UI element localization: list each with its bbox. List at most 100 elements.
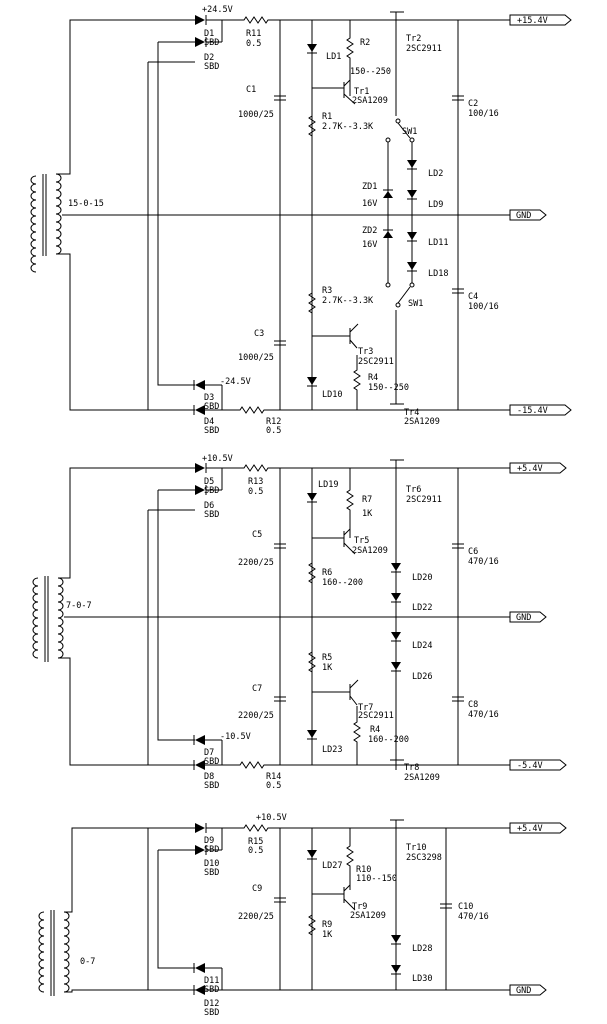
- diode-label: D11: [204, 976, 219, 986]
- transistor-part: 2SC2911: [406, 495, 442, 505]
- capacitor-ref: C8: [468, 700, 478, 710]
- transistor-part: 2SA1209: [404, 417, 440, 427]
- resistor-ref: R15: [248, 837, 263, 847]
- capacitor-value: 2200/25: [238, 711, 274, 721]
- diode-type: SBD: [204, 486, 219, 496]
- led-label: LD19: [318, 480, 338, 490]
- output-label: +5.4V: [517, 824, 543, 834]
- capacitor-ref: C1: [246, 85, 256, 95]
- resistor-ref: R3: [322, 286, 332, 296]
- resistor-ref: R2: [360, 38, 370, 48]
- zener-ref: ZD1: [362, 182, 377, 192]
- diode-type: SBD: [204, 845, 219, 855]
- diode-type: SBD: [204, 62, 219, 72]
- resistor-value: 150--250: [368, 383, 409, 393]
- resistor-value: 0.5: [248, 846, 263, 856]
- diode-type: SBD: [204, 38, 219, 48]
- resistor-value: 0.5: [246, 39, 261, 49]
- led-label: LD2: [428, 169, 443, 179]
- transistor-part: 2SC3298: [406, 853, 442, 863]
- switch-label: SW1: [408, 299, 423, 309]
- diode-type: SBD: [204, 757, 219, 767]
- diode-label: D12: [204, 999, 219, 1009]
- capacitor-value: 1000/25: [238, 353, 274, 363]
- transistor-ref: Tr4: [404, 408, 419, 418]
- resistor-ref: R6: [322, 568, 332, 578]
- transistor-ref: Tr2: [406, 34, 421, 44]
- capacitor-value: 470/16: [458, 912, 489, 922]
- output-port: [509, 759, 567, 771]
- rail-voltage: +10.5V: [256, 813, 287, 823]
- section-3: 0-7 D9 SBD D10 SBD D11 SBD D12 SBD +10.5…: [38, 813, 567, 1018]
- transistor-part: 2SA1209: [350, 911, 386, 921]
- led-label: LD18: [428, 269, 448, 279]
- diode-label: D4: [204, 417, 214, 427]
- resistor-ref: R5: [322, 653, 332, 663]
- zener-value: 16V: [362, 199, 377, 209]
- transistor-ref: Tr1: [354, 87, 369, 97]
- output-label: GND: [516, 613, 531, 623]
- capacitor-value: 2200/25: [238, 912, 274, 922]
- diode-type: SBD: [204, 868, 219, 878]
- resistor-ref: R1: [322, 112, 332, 122]
- led-label: LD1: [326, 52, 341, 62]
- output-port: [509, 14, 572, 26]
- output-port: [509, 209, 547, 221]
- capacitor-ref: C7: [252, 684, 262, 694]
- diode-label: D9: [204, 836, 214, 846]
- output-label: +15.4V: [517, 16, 548, 26]
- resistor-ref: R7: [362, 495, 372, 505]
- transformer-1: 15-0-15: [30, 173, 104, 273]
- resistor-value: 1K: [322, 930, 333, 940]
- transformer-2-label: 7-0-7: [66, 601, 92, 611]
- transistor-ref: Tr3: [358, 347, 373, 357]
- transistor-ref: Tr10: [406, 843, 426, 853]
- resistor-ref: R12: [266, 417, 281, 427]
- resistor-value: 160--200: [368, 735, 409, 745]
- transistor-part: 2SC2911: [358, 357, 394, 367]
- rail-voltage: +10.5V: [202, 454, 233, 464]
- output-label: GND: [516, 211, 531, 221]
- led-label: LD28: [412, 944, 432, 954]
- diode-type: SBD: [204, 1008, 219, 1018]
- output-label: -5.4V: [517, 761, 543, 771]
- led-label: LD24: [412, 641, 432, 651]
- output-label: -15.4V: [517, 406, 548, 416]
- transformer-3: 0-7: [38, 910, 95, 996]
- rail-voltage: -10.5V: [220, 732, 251, 742]
- diode-label: D8: [204, 772, 214, 782]
- capacitor-value: 2200/25: [238, 558, 274, 568]
- capacitor-ref: C10: [458, 902, 473, 912]
- switch-label: SW1: [402, 127, 417, 137]
- resistor-ref: R4: [368, 373, 378, 383]
- capacitor-value: 470/16: [468, 557, 499, 567]
- diode-label: D1: [204, 29, 214, 39]
- transformer-3-label: 0-7: [80, 957, 95, 967]
- transistor-part: 2SA1209: [352, 96, 388, 106]
- capacitor-value: 100/16: [468, 109, 499, 119]
- diode-type: SBD: [204, 985, 219, 995]
- resistor-value: 160--200: [322, 578, 363, 588]
- capacitor-value: 1000/25: [238, 110, 274, 120]
- transistor-ref: Tr5: [354, 536, 369, 546]
- output-port: [509, 822, 567, 834]
- diode-label: D3: [204, 393, 214, 403]
- led-label: LD22: [412, 603, 432, 613]
- led-label: LD26: [412, 672, 432, 682]
- transistor-part: 2SC2911: [358, 711, 394, 721]
- led-label: LD10: [322, 390, 342, 400]
- diode-type: SBD: [204, 510, 219, 520]
- transformer-2: 7-0-7: [32, 576, 92, 662]
- led-label: LD30: [412, 974, 432, 984]
- section-2: 7-0-7 D5 SBD D6 SBD D7 SBD D8 SBD +10.5V…: [32, 454, 567, 791]
- led-label: LD23: [322, 745, 342, 755]
- resistor-ref: R11: [246, 29, 261, 39]
- led-label: LD9: [428, 200, 443, 210]
- led-label: LD27: [322, 861, 342, 871]
- resistor-ref: R10: [356, 865, 371, 875]
- output-port: [509, 404, 572, 416]
- transistor-ref: Tr7: [358, 703, 373, 713]
- transistor-ref: Tr6: [406, 485, 421, 495]
- output-port: [509, 984, 547, 996]
